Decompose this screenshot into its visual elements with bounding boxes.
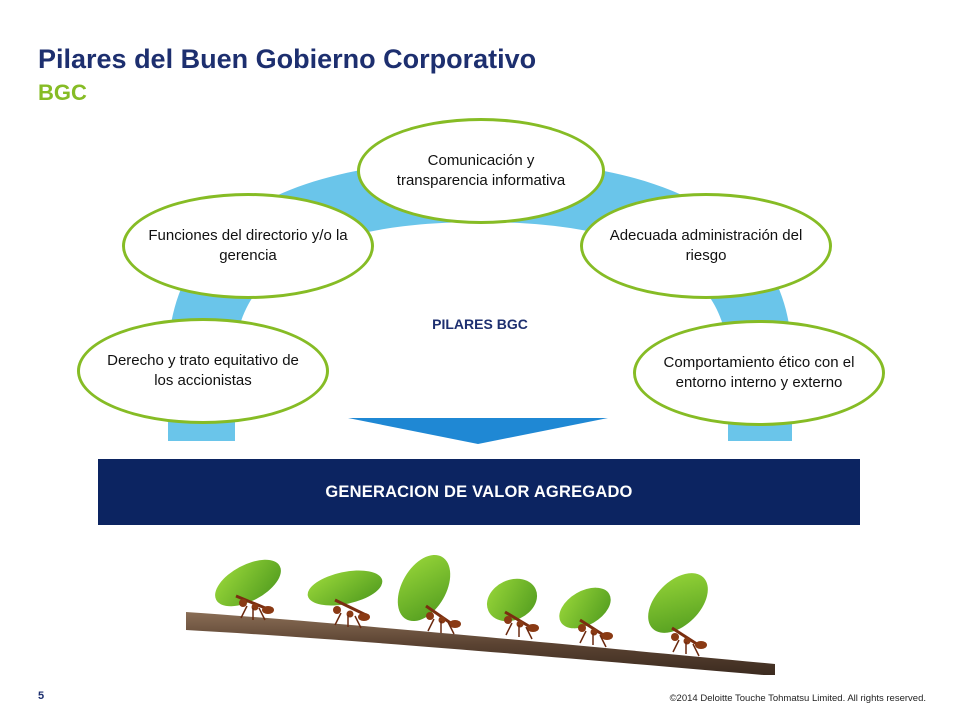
center-label: PILARES BGC <box>432 316 528 332</box>
pillar-risk-management: Adecuada administración del riesgo <box>580 193 832 299</box>
ant-4 <box>486 578 539 640</box>
slide-title: Pilares del Buen Gobierno Corporativo <box>38 44 537 74</box>
ant-2 <box>307 570 383 629</box>
slide-subtitle: BGC <box>38 80 87 105</box>
ant-6 <box>648 573 708 657</box>
pillar-board-functions: Funciones del directorio y/o la gerencia <box>122 193 374 299</box>
ant-3 <box>397 554 461 635</box>
branch <box>186 612 775 675</box>
ant-1 <box>215 559 281 621</box>
ant-5 <box>559 587 613 648</box>
value-added-bar: GENERACION DE VALOR AGREGADO <box>98 459 860 525</box>
pillar-shareholder-rights: Derecho y trato equitativo de los accion… <box>77 318 329 424</box>
leafcutter-ants-image <box>186 554 775 675</box>
page-number: 5 <box>38 690 45 702</box>
pillar-communication-transparency: Comunicación y transparencia informativa <box>357 118 605 224</box>
down-arrow <box>348 418 608 444</box>
copyright-notice: ©2014 Deloitte Touche Tohmatsu Limited. … <box>669 693 926 704</box>
pillar-ethical-behavior: Comportamiento ético con el entorno inte… <box>633 320 885 426</box>
